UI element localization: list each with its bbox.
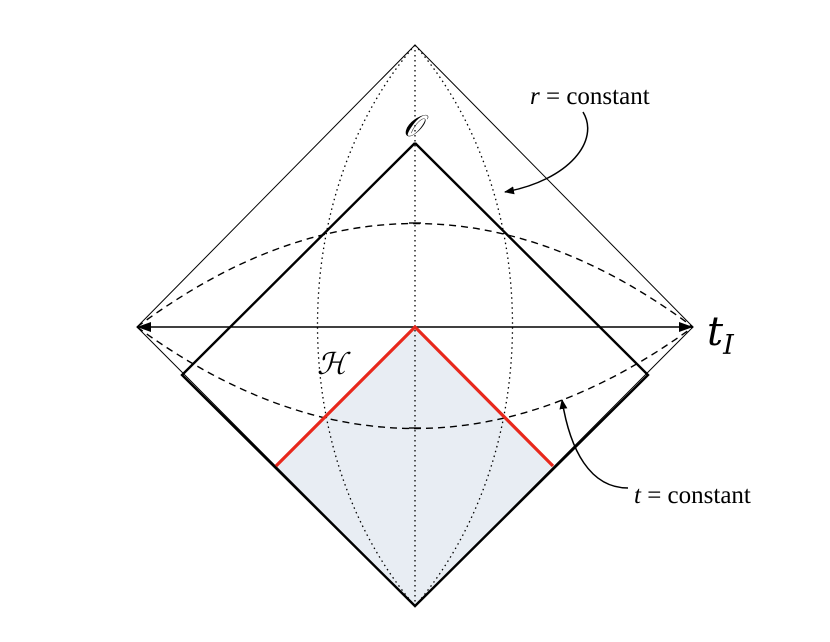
horizon-line	[274, 324, 555, 468]
t-constant-text: = constant	[641, 482, 751, 509]
r-constant-text: = constant	[540, 83, 650, 110]
r-constant-pointer-arrow	[504, 111, 589, 195]
horizon-label: ℋ	[317, 347, 351, 382]
t-constant-label: t = constant	[634, 482, 751, 509]
t-I-label: tI	[707, 309, 735, 361]
r-constant-label: r = constant	[530, 83, 650, 110]
t-slice-arrow-left	[137, 322, 151, 332]
t-I-subscript: I	[722, 330, 735, 361]
t-slice-arrow-right	[679, 322, 693, 332]
t-constant-pointer-arrow	[559, 399, 629, 489]
t-constant-variable: t	[634, 482, 642, 509]
observer-label: 𝒪	[403, 109, 429, 144]
t-I-symbol: t	[707, 309, 724, 355]
r-constant-variable: r	[530, 83, 540, 110]
